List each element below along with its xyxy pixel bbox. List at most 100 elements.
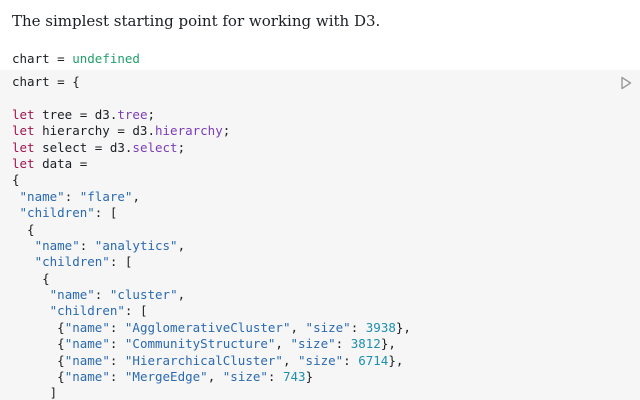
code-line: let select = d3.select;: [12, 140, 411, 156]
code-number: 743: [282, 369, 306, 385]
code-text: [12, 189, 20, 204]
code-text: :: [64, 188, 80, 204]
code-string: "name": [64, 336, 110, 352]
code-method: tree: [117, 106, 148, 122]
code-text: [12, 205, 20, 220]
code-text: {: [12, 336, 65, 352]
code-text: {: [12, 369, 65, 385]
code-editor[interactable]: chart = {let tree = d3.tree;let hierarch…: [12, 74, 411, 400]
code-line: {"name": "MergeEdge", "size": 743}: [12, 369, 411, 385]
code-text: data =: [34, 155, 88, 171]
code-string: "AgglomerativeCluster": [124, 319, 291, 335]
code-text: {: [12, 319, 65, 335]
intro-paragraph: The simplest starting point for working …: [12, 12, 381, 30]
code-line: {"name": "HierarchicalCluster", "size": …: [12, 353, 411, 369]
code-line: "children": [: [12, 205, 411, 221]
code-text: tree = d3.: [34, 106, 118, 122]
code-number: 3938: [365, 319, 396, 335]
code-text: :: [79, 237, 95, 253]
code-text: :: [343, 352, 359, 368]
code-text: :: [109, 336, 125, 352]
code-text: {: [12, 352, 65, 368]
code-text: ;: [177, 139, 186, 155]
code-text: {: [12, 221, 35, 237]
code-line: [12, 90, 411, 106]
code-text: ,: [177, 287, 186, 303]
code-text: },: [388, 352, 404, 368]
code-string: "size": [222, 369, 268, 385]
output-variable-name: chart: [12, 51, 50, 66]
code-text: : [: [124, 303, 148, 319]
code-text: ,: [282, 352, 299, 368]
code-text: [12, 254, 35, 269]
code-string: "children": [49, 303, 125, 319]
code-text: chart = {: [12, 74, 80, 89]
cell-output: chart = undefined: [12, 50, 140, 68]
code-string: "name": [49, 287, 95, 303]
code-line: ]: [12, 385, 411, 400]
run-cell-button[interactable]: [620, 76, 632, 90]
code-keyword: let: [12, 139, 35, 155]
code-text: ,: [275, 336, 291, 352]
code-text: select = d3.: [34, 139, 133, 155]
code-text: ,: [207, 369, 223, 385]
code-line: let hierarchy = d3.hierarchy;: [12, 123, 411, 139]
code-string: "size": [290, 336, 336, 352]
code-text: [12, 303, 50, 318]
code-line: "children": [: [12, 303, 411, 319]
code-text: :: [94, 287, 110, 303]
code-line: "name": "flare",: [12, 189, 411, 205]
output-equals: =: [49, 51, 73, 66]
code-string: "cluster": [109, 287, 178, 303]
code-line: "children": [: [12, 254, 411, 270]
code-text: },: [395, 319, 411, 335]
code-text: ;: [222, 123, 231, 139]
code-text: hierarchy = d3.: [34, 123, 155, 139]
code-text: :: [109, 319, 125, 335]
code-method: hierarchy: [155, 123, 223, 139]
code-text: : [: [109, 254, 133, 270]
output-value: undefined: [72, 51, 140, 66]
code-keyword: let: [12, 123, 35, 139]
code-text: ,: [132, 188, 140, 204]
code-string: "CommunityStructure": [124, 336, 276, 352]
code-text: : [: [94, 205, 118, 221]
code-string: "name": [34, 237, 80, 253]
code-line: let data =: [12, 156, 411, 172]
code-text: }: [305, 369, 314, 385]
code-line: let tree = d3.tree;: [12, 107, 411, 123]
play-triangle-icon: [621, 76, 632, 90]
code-string: "name": [64, 319, 110, 335]
code-text: {: [12, 172, 20, 188]
code-string: "size": [305, 319, 351, 335]
code-number: 6714: [358, 352, 389, 368]
code-text: :: [350, 319, 366, 335]
code-keyword: let: [12, 155, 35, 171]
code-method: select: [132, 139, 178, 155]
code-text: [12, 287, 50, 302]
code-string: "flare": [79, 188, 133, 204]
code-string: "MergeEdge": [124, 369, 208, 385]
code-text: ,: [290, 319, 306, 335]
code-cell[interactable]: chart = {let tree = d3.tree;let hierarch…: [0, 70, 640, 400]
code-string: "HierarchicalCluster": [124, 352, 283, 368]
code-number: 3812: [350, 336, 381, 352]
code-string: "analytics": [94, 237, 178, 253]
code-text: [12, 238, 35, 253]
code-string: "name": [64, 352, 110, 368]
code-line: chart = {: [12, 74, 411, 90]
code-line: {: [12, 271, 411, 287]
code-text: ,: [177, 237, 186, 253]
code-line: {: [12, 172, 411, 188]
code-line: {: [12, 222, 411, 238]
code-line: {"name": "AgglomerativeCluster", "size":…: [12, 320, 411, 336]
code-text: ]: [12, 385, 58, 400]
code-text: :: [109, 352, 125, 368]
code-line: "name": "cluster",: [12, 287, 411, 303]
code-string: "size": [298, 352, 344, 368]
code-string: "name": [19, 188, 65, 204]
code-string: "name": [64, 369, 110, 385]
code-text: {: [12, 270, 50, 286]
code-keyword: let: [12, 106, 35, 122]
code-text: ;: [147, 106, 156, 122]
